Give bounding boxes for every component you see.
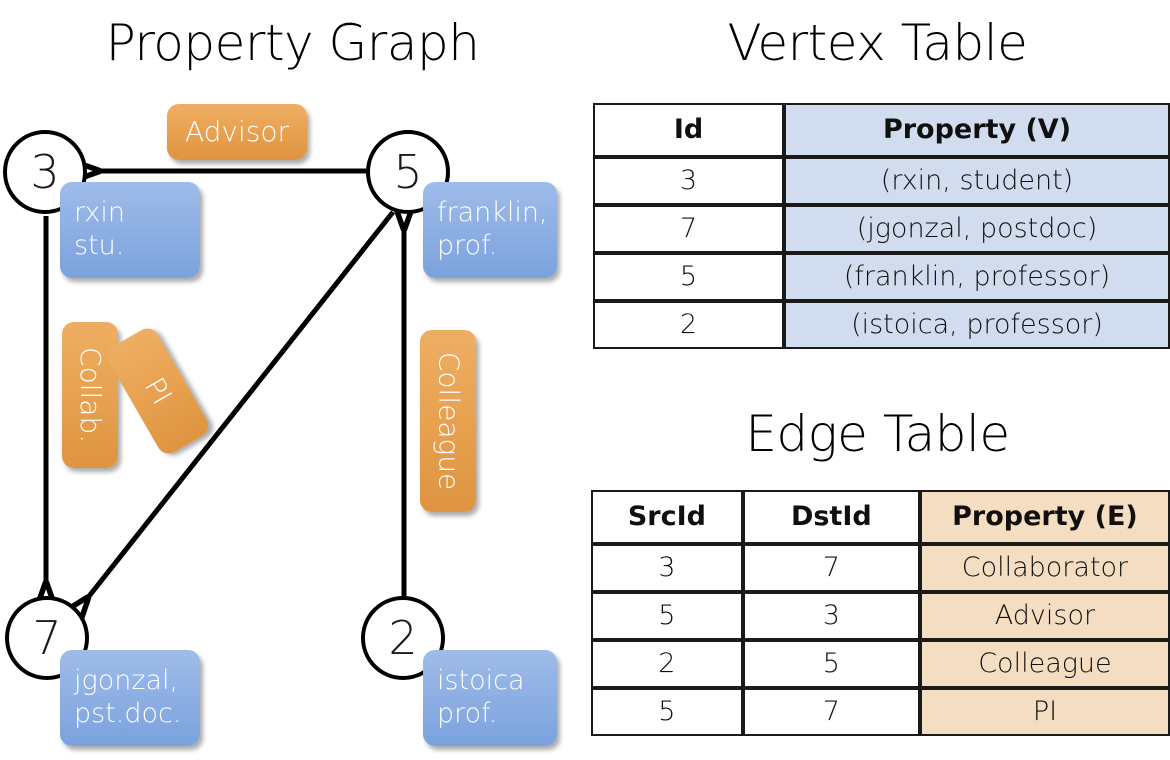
vertex-table-header-id: Id	[593, 103, 784, 157]
edge-row-2-property: Colleague	[919, 640, 1170, 688]
vertex-property-2-line2: prof.	[437, 698, 498, 729]
edge-row-1-src: 5	[591, 592, 743, 640]
page-title-property-graph: Property Graph	[105, 14, 480, 72]
vertex-row-3-property: (istoica, professor)	[784, 301, 1170, 349]
edge-row-2-src: 2	[591, 640, 743, 688]
edge-row-0-property: Collaborator	[919, 544, 1170, 592]
vertex-row-2-property: (franklin, professor)	[784, 253, 1170, 301]
vertex-row-1-id: 7	[593, 205, 784, 253]
edge-row-0-dst: 7	[742, 544, 920, 592]
vertex-table: Id Property (V) 3 (rxin, student) 7 (jgo…	[593, 103, 1170, 349]
edge-label-collab: Collab.	[62, 322, 118, 468]
vertex-property-7-line1: jgonzal,	[74, 665, 179, 697]
vertex-property-3-line1: rxin	[74, 197, 125, 229]
edge-row-1-property: Advisor	[919, 592, 1170, 640]
table-row[interactable]: 3 (rxin, student)	[593, 157, 1170, 205]
page-title-vertex-table: Vertex Table	[727, 14, 1028, 72]
vertex-property-5-line1: franklin,	[437, 197, 548, 229]
table-row[interactable]: 2 (istoica, professor)	[593, 301, 1170, 349]
edge-label-collab-text: Collab.	[74, 346, 108, 444]
vertex-property-callout-3: rxin stu.	[60, 182, 200, 278]
table-row[interactable]: 7 (jgonzal, postdoc)	[593, 205, 1170, 253]
vertex-row-0-id: 3	[593, 157, 784, 205]
vertex-property-5-line2: prof.	[437, 230, 498, 261]
edge-row-3-property: PI	[919, 688, 1170, 736]
property-graph-panel: Property Graph 3 5 7 2 rxin stu. frankli…	[0, 0, 585, 760]
vertex-property-2-line1: istoica	[437, 665, 525, 697]
graph-node-2[interactable]: 2	[361, 596, 445, 680]
vertex-table-header-property: Property (V)	[784, 103, 1170, 157]
table-row[interactable]: 3 7 Collaborator	[591, 544, 1170, 592]
edge-row-1-dst: 3	[742, 592, 920, 640]
edge-row-3-dst: 7	[742, 688, 920, 736]
vertex-row-3-id: 2	[593, 301, 784, 349]
table-row[interactable]: 2 5 Colleague	[591, 640, 1170, 688]
vertex-property-3-line2: stu.	[74, 230, 125, 261]
vertex-property-callout-2: istoica prof.	[423, 650, 557, 746]
edge-5-to-7	[86, 210, 395, 600]
vertex-property-callout-7: jgonzal, pst.doc.	[60, 650, 200, 746]
edge-table-header-property: Property (E)	[919, 490, 1170, 544]
edge-label-colleague: Colleague	[420, 330, 476, 512]
table-row[interactable]: 5 7 PI	[591, 688, 1170, 736]
edge-label-colleague-text: Colleague	[432, 351, 466, 491]
graph-edges-svg	[0, 0, 585, 760]
edge-label-advisor-text: Advisor	[184, 114, 289, 148]
table-row[interactable]: 5 (franklin, professor)	[593, 253, 1170, 301]
edge-label-pi-text: PI	[137, 371, 180, 410]
edge-table-header-dstid: DstId	[742, 490, 920, 544]
edge-table-header-row: SrcId DstId Property (E)	[591, 490, 1170, 544]
vertex-property-callout-5: franklin, prof.	[423, 182, 557, 278]
table-row[interactable]: 5 3 Advisor	[591, 592, 1170, 640]
edge-row-0-src: 3	[591, 544, 743, 592]
vertex-row-1-property: (jgonzal, postdoc)	[784, 205, 1170, 253]
edge-row-3-src: 5	[591, 688, 743, 736]
edge-row-2-dst: 5	[742, 640, 920, 688]
edge-table-header-srcid: SrcId	[591, 490, 743, 544]
vertex-property-7-line2: pst.doc.	[74, 698, 182, 729]
vertex-row-0-property: (rxin, student)	[784, 157, 1170, 205]
edge-label-advisor: Advisor	[167, 104, 307, 160]
graph-node-5[interactable]: 5	[366, 130, 450, 214]
page-title-edge-table: Edge Table	[745, 405, 1010, 463]
vertex-row-2-id: 5	[593, 253, 784, 301]
vertex-table-header-row: Id Property (V)	[593, 103, 1170, 157]
edge-table: SrcId DstId Property (E) 3 7 Collaborato…	[591, 490, 1170, 736]
